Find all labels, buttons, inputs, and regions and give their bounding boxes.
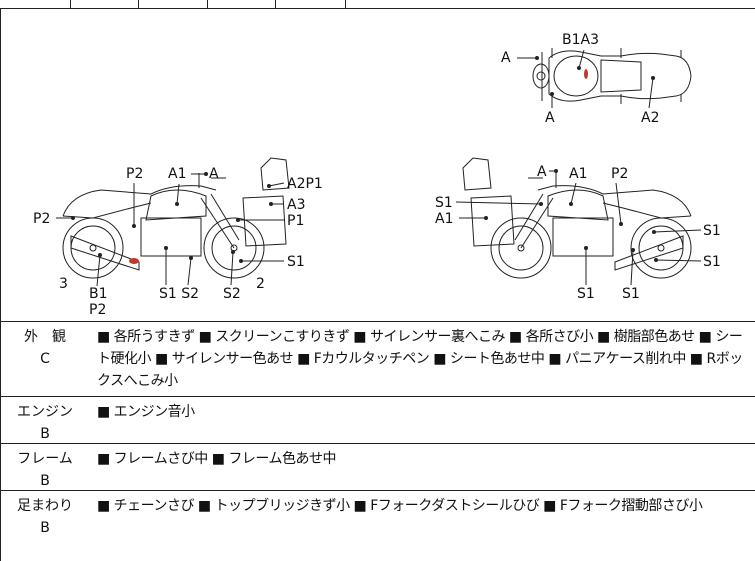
row-label: 足まわり B — [1, 491, 89, 539]
motorcycle-right-view-icon — [462, 157, 692, 279]
diagram-label: P2 — [33, 211, 50, 227]
row-grade: B — [40, 473, 50, 489]
row-label: エンジン B — [1, 397, 89, 445]
diagram-label: P2 — [126, 166, 143, 182]
diagram-label: S1 — [287, 254, 305, 270]
row-title: 外 観 — [24, 329, 66, 345]
damage-diagram: A B1A3 A A2 P2 A1 A A2P1 A3 P2 P1 S1 3 B… — [0, 8, 755, 322]
motorcycle-left-view-icon — [62, 157, 290, 279]
diagram-label: S1 S2 — [159, 286, 199, 302]
row-grade: C — [40, 351, 50, 367]
diagram-label: S1 — [703, 223, 721, 239]
motorcycle-diagram-svg: A B1A3 A A2 P2 A1 A A2P1 A3 P2 P1 S1 3 B… — [33, 32, 721, 318]
diagram-label: P2 — [611, 166, 628, 182]
diagram-label: B1A3 — [562, 32, 599, 48]
row-title: エンジン — [17, 404, 73, 420]
row-title: 足まわり — [17, 498, 73, 514]
diagram-label: S1 — [622, 286, 640, 302]
diagram-label: S1 — [435, 195, 453, 211]
table-divider — [345, 0, 346, 8]
diagram-label: A1 — [569, 166, 587, 182]
diagram-label: A2P1 — [287, 176, 323, 192]
diagram-label: A — [209, 166, 219, 182]
diagram-label: A — [545, 110, 555, 126]
row-label: フレーム B — [1, 444, 89, 492]
diagram-label: 3 — [59, 276, 68, 292]
diagram-label: S1 — [703, 254, 721, 270]
diagram-label: A1 — [435, 211, 453, 227]
diagram-label: 2 — [256, 276, 265, 292]
diagram-label: A1 — [168, 166, 186, 182]
damage-marker — [584, 69, 588, 79]
table-divider — [275, 0, 276, 8]
table-divider — [70, 0, 71, 8]
diagram-label: A2 — [641, 110, 659, 126]
diagram-label: S1 — [577, 286, 595, 302]
row-grade: B — [40, 520, 50, 536]
motorcycle-top-view-icon — [532, 48, 692, 104]
row-title: フレーム — [17, 451, 73, 467]
diagram-label: A — [501, 50, 511, 66]
diagram-label: P1 — [287, 213, 304, 229]
row-grade: B — [40, 426, 50, 442]
table-top-strip — [0, 0, 755, 9]
condition-row-exterior: 外 観 C ■ 各所うすきず ■ スクリーンこすりきず ■ サイレンサー裏へこみ… — [0, 322, 755, 397]
diagram-label: S2 — [223, 286, 241, 302]
table-divider — [207, 0, 208, 8]
table-divider — [138, 0, 139, 8]
row-content: ■ エンジン音小 — [97, 404, 195, 420]
row-content: ■ チェーンさび ■ トップブリッジきず小 ■ Fフォークダストシールひび ■ … — [97, 498, 703, 514]
row-content: ■ 各所うすきず ■ スクリーンこすりきず ■ サイレンサー裏へこみ ■ 各所さ… — [97, 329, 743, 389]
diagram-label: A — [537, 164, 547, 180]
condition-row-frame: フレーム B ■ フレームさび中 ■ フレーム色あせ中 — [0, 444, 755, 491]
condition-row-engine: エンジン B ■ エンジン音小 — [0, 397, 755, 444]
diagram-label: B1 — [89, 286, 108, 302]
diagram-label: P2 — [89, 302, 106, 318]
condition-row-suspension: 足まわり B ■ チェーンさび ■ トップブリッジきず小 ■ Fフォークダストシ… — [0, 491, 755, 561]
diagram-label: A3 — [287, 197, 305, 213]
row-content: ■ フレームさび中 ■ フレーム色あせ中 — [97, 451, 336, 467]
damage-marker — [129, 258, 139, 264]
row-label: 外 観 C — [1, 322, 89, 370]
